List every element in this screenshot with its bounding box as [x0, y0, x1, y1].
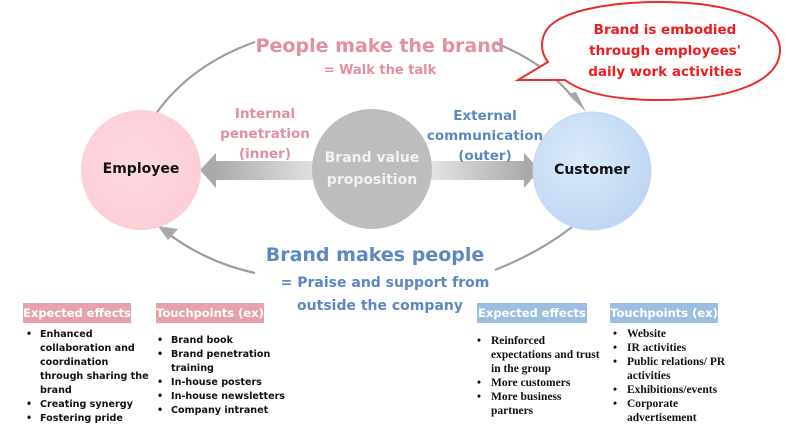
- callout-line-2: through employees': [589, 43, 741, 59]
- callout-bubble: [514, 0, 782, 102]
- employee-touchpoints-header: Touchpoints (ex): [156, 303, 264, 323]
- bottom-line-2: outside the company: [297, 298, 463, 314]
- list-item: Reinforced expectations and trust in the…: [475, 334, 600, 376]
- customer-effects-header: Expected effects: [477, 303, 587, 323]
- external-line-2: communication: [426, 128, 544, 144]
- callout-text: Brand is embodied through employees' dai…: [560, 20, 770, 83]
- list-item: Public relations/ PR activities: [611, 355, 741, 383]
- list-item: In-house posters: [155, 376, 290, 390]
- list-item: More business partners: [475, 390, 600, 418]
- list-item: Exhibitions/events: [611, 383, 741, 397]
- bottom-arc-left: [165, 231, 256, 275]
- internal-line-2: penetration: [220, 126, 310, 142]
- list-item: More customers: [475, 376, 600, 390]
- brand-value-line-2: proposition: [326, 172, 418, 188]
- inner-arrow-shaft: [212, 161, 324, 180]
- callout-line-3: daily work activities: [588, 64, 742, 80]
- list-item: In-house newsletters: [155, 390, 290, 404]
- external-line-3: (outer): [458, 148, 512, 164]
- outer-arrow-shaft: [428, 161, 528, 180]
- brand-value-label: Brand value proposition: [312, 147, 432, 191]
- employee-effects-list: Enhanced collaboration and coordination …: [24, 328, 149, 426]
- list-item: Creating synergy: [24, 398, 149, 412]
- list-item: IR activities: [611, 341, 741, 355]
- top-arc-arrowhead: [568, 92, 586, 112]
- bottom-line-1: = Praise and support from: [280, 275, 490, 291]
- inner-arrow-head: [200, 153, 216, 188]
- list-item: Fostering pride: [24, 412, 149, 426]
- list-item: Brand book: [155, 334, 290, 348]
- callout-line-1: Brand is embodied: [593, 22, 737, 38]
- list-item: Corporate advertisement: [611, 397, 741, 425]
- list-item: Website: [611, 327, 741, 341]
- customer-touchpoints-list: Website IR activities Public relations/ …: [611, 327, 741, 425]
- list-item: Company intranet: [155, 404, 290, 418]
- bottom-arc-arrowhead: [158, 226, 178, 240]
- top-title: People make the brand: [255, 35, 505, 57]
- customer-circle: [532, 111, 652, 231]
- list-item: Brand penetration training: [155, 348, 290, 376]
- customer-label: Customer: [554, 162, 630, 178]
- internal-line-3: (inner): [238, 146, 291, 162]
- outer-arrow-head: [524, 153, 540, 188]
- top-subtitle: = Walk the talk: [323, 63, 437, 78]
- brand-value-circle: [312, 109, 432, 229]
- internal-line-1: Internal: [234, 106, 296, 122]
- employee-touchpoints-list: Brand book Brand penetration training In…: [155, 334, 290, 418]
- bottom-title: Brand makes people: [265, 244, 485, 266]
- employee-circle: [81, 110, 201, 230]
- bottom-arc-right: [494, 226, 573, 272]
- external-communication-label: External communication (outer): [420, 106, 550, 166]
- brand-value-line-1: Brand value: [324, 150, 420, 166]
- customer-touchpoints-header: Touchpoints (ex): [610, 303, 718, 323]
- top-arc-left: [154, 40, 256, 116]
- external-line-1: External: [453, 108, 517, 124]
- list-item: Enhanced collaboration and coordination …: [24, 328, 149, 398]
- internal-penetration-label: Internal penetration (inner): [205, 104, 325, 164]
- customer-effects-list: Reinforced expectations and trust in the…: [475, 334, 600, 418]
- employee-label: Employee: [102, 161, 180, 177]
- employee-effects-header: Expected effects: [23, 303, 131, 323]
